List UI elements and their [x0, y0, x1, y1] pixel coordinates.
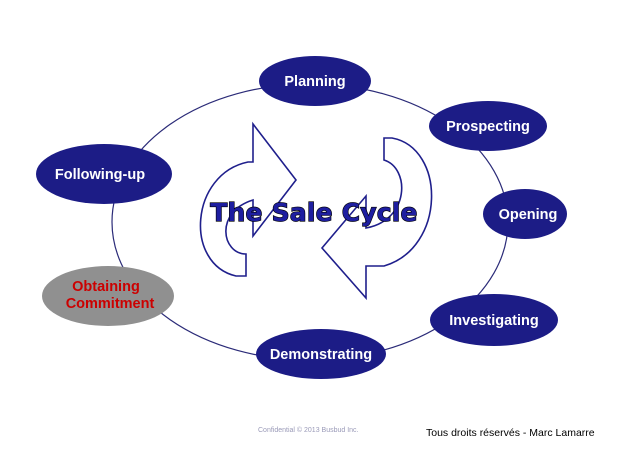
right-curved-arrow — [320, 137, 433, 301]
diagram-title: The Sale Cycle — [210, 198, 417, 227]
step-node-planning[interactable]: Planning — [259, 56, 371, 106]
step-label-opening: Opening — [499, 207, 558, 223]
step-node-following-up[interactable]: Following-up — [36, 144, 172, 204]
step-node-investigating[interactable]: Investigating — [430, 294, 558, 346]
step-label-prospecting: Prospecting — [446, 119, 530, 135]
step-label-demonstrating: Demonstrating — [270, 347, 372, 363]
left-curved-arrow — [199, 121, 298, 277]
step-label-obtaining-commitment: Obtaining Commitment — [66, 279, 155, 312]
cycle-arrows-icon — [199, 121, 433, 301]
confidential-notice: Confidential © 2013 Busbud Inc. — [258, 427, 359, 434]
step-node-demonstrating[interactable]: Demonstrating — [256, 329, 386, 379]
step-label-commitment: Commitment — [66, 296, 155, 312]
step-node-opening[interactable]: Opening — [483, 189, 567, 239]
step-node-obtaining-commitment[interactable]: Obtaining Commitment — [42, 266, 174, 326]
step-node-prospecting[interactable]: Prospecting — [429, 101, 547, 151]
step-label-obtaining: Obtaining — [72, 279, 140, 295]
copyright-notice: Tous droits réservés - Marc Lamarre — [426, 427, 595, 439]
step-label-planning: Planning — [284, 74, 345, 90]
step-label-investigating: Investigating — [449, 313, 538, 329]
step-label-following-up: Following-up — [55, 167, 145, 183]
